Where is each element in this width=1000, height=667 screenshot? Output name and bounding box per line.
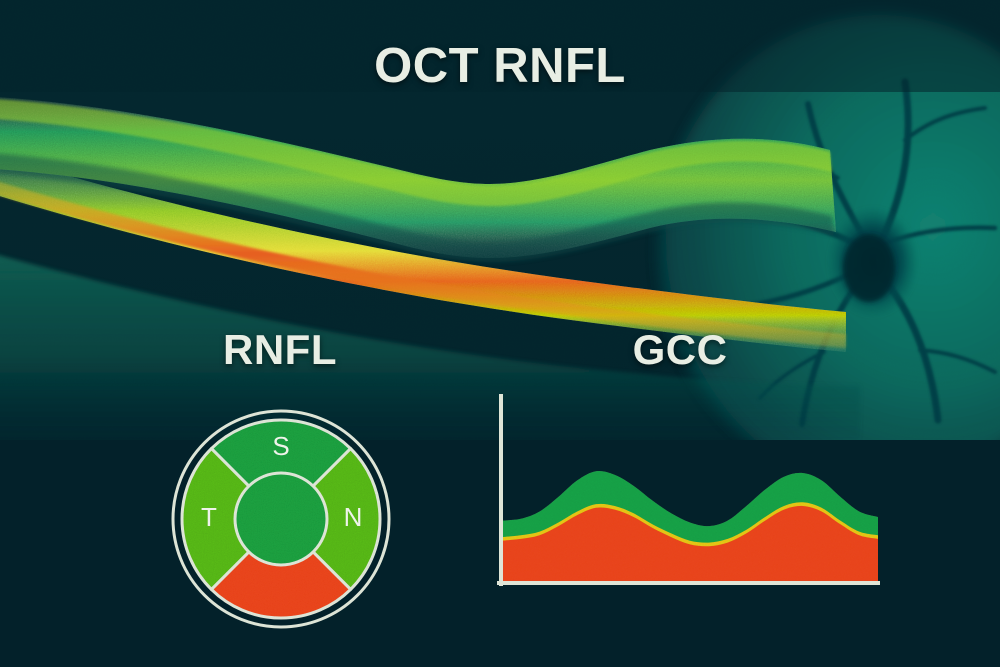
oct-panel-title: OCT RNFL bbox=[374, 39, 626, 93]
rnfl-panel-title: RNFL bbox=[223, 326, 337, 373]
rnfl-label-temporal: T bbox=[201, 502, 217, 532]
rnfl-sector-wheel[interactable]: S N T bbox=[170, 408, 392, 630]
rnfl-outer-ring bbox=[171, 409, 391, 629]
gcc-thickness-chart[interactable] bbox=[486, 392, 886, 598]
gcc-panel-title: GCC bbox=[632, 326, 728, 373]
gcc-band-deficit bbox=[502, 505, 878, 581]
rnfl-label-nasal: N bbox=[344, 502, 363, 532]
oct-bscan-image bbox=[0, 0, 1000, 440]
rnfl-label-superior: S bbox=[272, 431, 289, 461]
rnfl-center-disc[interactable] bbox=[233, 471, 329, 567]
oct-bscan-panel bbox=[0, 0, 1000, 440]
